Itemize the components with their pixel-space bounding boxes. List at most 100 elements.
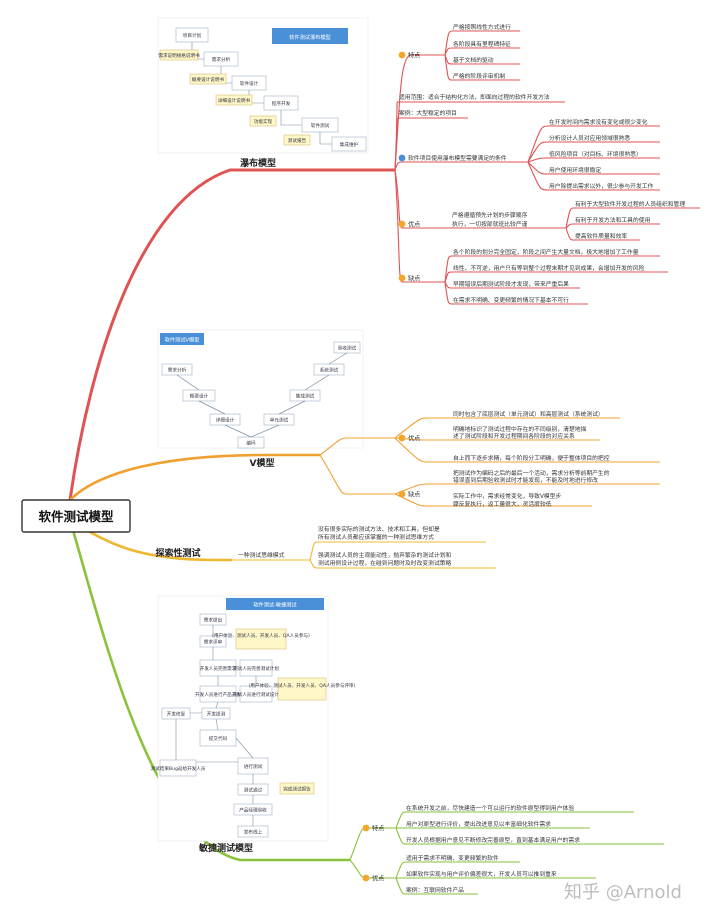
v-youdian-item: 自上而下逐步求精，每个阶段分工明确，便于整体项目的把控 bbox=[453, 454, 610, 462]
wf-tezheng-label[interactable]: 特点 bbox=[408, 52, 420, 60]
wf-quedian-label[interactable]: 缺点 bbox=[408, 275, 420, 283]
agile-youdian-item: 案例：互联网软件产品 bbox=[406, 886, 464, 894]
v-branch-label[interactable]: V模型 bbox=[250, 457, 275, 469]
wf-note: 需求说明规格说明书 bbox=[158, 52, 200, 59]
wf-youdian-left: 严格遵循预先计划的步骤顺序 bbox=[452, 211, 528, 219]
wf-step: 需求分析 bbox=[212, 56, 231, 63]
wf-step: 集成维护 bbox=[340, 141, 359, 148]
explore-item: 所有测试人员都应该掌握的一种测试思维方式 bbox=[318, 533, 434, 541]
agile-subtree bbox=[349, 811, 664, 895]
waterfall-thumbnail: 软件测试瀑布模型 项目计划 需求分析 软件设计 程序开发 软件测试 集成维护 需… bbox=[157, 17, 369, 154]
v-step: 概要设计 bbox=[190, 393, 209, 400]
waterfall-thumb-title: 软件测试瀑布模型 bbox=[289, 33, 331, 41]
quedian-icon bbox=[398, 274, 406, 282]
agile-youdian-item: 如果软件实现与用户评价偏差很大，开发人员可以推到重来 bbox=[406, 870, 557, 878]
wf-scope: 适用范围：适合于结构化方法，即面向过程的软件开发方法 bbox=[399, 93, 550, 101]
wf-step: 软件测试 bbox=[311, 122, 330, 129]
wf-cond-item: 在开发时间内需求没有变化或很少变化 bbox=[549, 118, 648, 126]
root-label: 软件测试模型 bbox=[38, 509, 114, 524]
wf-step: 软件设计 bbox=[240, 80, 259, 87]
wf-tezheng-item: 严格的阶段评审机制 bbox=[453, 72, 505, 80]
waterfall-thumb-title-bar bbox=[272, 28, 348, 44]
wf-youdian-left: 执行，一切按部就班比较严谨 bbox=[452, 220, 528, 228]
condition-icon bbox=[398, 154, 406, 162]
waterfall-branch-line bbox=[68, 168, 395, 501]
v-step: 集成测试 bbox=[296, 393, 315, 400]
quedian-icon bbox=[398, 490, 406, 498]
wf-cond-item: 低风险项目（对目标、环境很熟悉） bbox=[549, 150, 642, 158]
v-quedian-item: 错误直到后期验收测试时才能发现，不能及时地进行修改 bbox=[453, 476, 598, 484]
v-step: 系统测试 bbox=[320, 367, 339, 374]
agile-step: 进行测试 bbox=[244, 763, 263, 770]
explore-branch-label[interactable]: 探索性测试 bbox=[155, 547, 200, 559]
v-youdian-item: 明确地标识了测试过程中存在的不同级别，清楚地描 bbox=[453, 425, 587, 433]
wf-note: 测试报告 bbox=[288, 137, 307, 144]
wf-quedian-item: 在需求不明确、变更频繁的情况下基本不可行 bbox=[453, 296, 569, 304]
agile-step: 开发人员进行产品开发 bbox=[195, 691, 241, 698]
v-quedian-item: 把测试作为编码之后的最后一个活动，需求分析等前期产生的 bbox=[453, 469, 610, 477]
v-youdian-label[interactable]: 优点 bbox=[408, 435, 420, 443]
wf-quedian-item: 线性、不可逆，用户只有等到整个过程末期才见到成果，会增加开发的风险 bbox=[453, 264, 645, 272]
wf-cond-item: 用户除提出需求以外，很少参与开发工作 bbox=[549, 182, 654, 190]
agile-note: 测试结果Bug返给开发人员 bbox=[151, 765, 206, 772]
agile-branch-label[interactable]: 敏捷测试模型 bbox=[198, 842, 253, 854]
v-youdian-item: 述了测试阶段和开发过程期间各阶段的对应关系 bbox=[453, 432, 575, 440]
agile-tezheng-label[interactable]: 特点 bbox=[372, 825, 384, 833]
youdian-icon bbox=[398, 220, 406, 228]
waterfall-subtree bbox=[394, 30, 700, 305]
agile-thumbnail: 软件测试-敏捷测试 需求提出 需求评审 开发人员完善需求 测试人员完善测试计划 … bbox=[151, 595, 356, 842]
agile-thumb-title: 软件测试-敏捷测试 bbox=[253, 601, 297, 609]
agile-step: 提交代码 bbox=[209, 735, 228, 742]
waterfall-branch-label[interactable]: 瀑布模型 bbox=[240, 157, 276, 169]
agile-step: 测试通过 bbox=[244, 787, 263, 794]
wf-quedian-item: 各个阶段的划分完全固定，阶段之间产生大量文档，极大地增加了工作量 bbox=[453, 248, 639, 256]
wf-youdian-item: 提高软件质量和效率 bbox=[575, 232, 627, 240]
wf-tezheng-item: 基于文档的驱动 bbox=[453, 56, 494, 64]
v-branch-line bbox=[69, 453, 320, 501]
wf-step: 项目计划 bbox=[183, 32, 202, 39]
v-step: 验收测试 bbox=[338, 345, 357, 352]
agile-youdian-label[interactable]: 优点 bbox=[372, 875, 384, 883]
agile-step: 测试人员进行测试设计 bbox=[233, 691, 279, 698]
v-thumb-title: 软件测试V模型 bbox=[165, 336, 200, 344]
agile-youdian-item: 适用于需求不明确、变更频繁的软件 bbox=[406, 854, 499, 862]
agile-thumb-title-bar bbox=[226, 598, 324, 610]
tezheng-icon bbox=[362, 824, 370, 832]
agile-step: 产品经理验收 bbox=[239, 807, 267, 814]
agile-step: 开发修复 bbox=[167, 711, 186, 718]
agile-step: 需求提出 bbox=[204, 617, 223, 624]
wf-quedian-item: 早期错误后期测试阶段才发现，带来严重后果 bbox=[453, 280, 569, 288]
wf-youdian-label[interactable]: 优点 bbox=[408, 221, 420, 229]
explore-subtree bbox=[232, 541, 496, 569]
explore-item: 没有很多实际的测试方法、技术和工具，但却是 bbox=[318, 525, 440, 533]
wf-case: 案例：大型稳定的项目 bbox=[399, 109, 457, 117]
wf-youdian-item: 有利于大型软件开发过程的人员组织和管理 bbox=[575, 200, 685, 208]
v-youdian-item: 同时包含了底层测试（单元测试）和高层测试（系统测试） bbox=[453, 410, 604, 418]
wf-cond-item: 用户使用环境很稳定 bbox=[549, 166, 601, 174]
v-thumbnail: 软件测试V模型 需求分析 概要设计 详细设计 编码 单元测试 集成测试 系统测试… bbox=[157, 329, 364, 449]
wf-tezheng-item: 各阶段具有里程碑特征 bbox=[453, 40, 511, 48]
agile-step: 测试人员完善测试计划 bbox=[233, 665, 279, 672]
explore-item: 强调测试人员的主观能动性，抛弃繁杂的测试计划和 bbox=[318, 551, 452, 559]
v-quedian-label[interactable]: 缺点 bbox=[408, 491, 420, 499]
agile-step: 开发人员完善需求 bbox=[200, 665, 237, 672]
v-step: 编码 bbox=[246, 440, 256, 447]
wf-cond-label[interactable]: 软件项目使用瀑布模型需要满足的条件 bbox=[408, 154, 507, 162]
v-step: 需求分析 bbox=[168, 367, 187, 374]
agile-note: (用户体验、测试人员、开发人员、QA人员参与评审) bbox=[249, 682, 356, 689]
wf-note: 详细设计说明书 bbox=[218, 97, 251, 104]
agile-branch-line bbox=[68, 519, 350, 862]
agile-note: 完成测试报告 bbox=[283, 786, 311, 793]
watermark: 知乎 @Arnold bbox=[564, 882, 682, 903]
v-step: 详细设计 bbox=[216, 417, 235, 424]
agile-tezheng-item: 在系统开发之前，尽快建造一个可以运行的软件原型得到用户体验 bbox=[406, 804, 574, 812]
agile-step: 发布线上 bbox=[244, 829, 263, 836]
agile-tezheng-item: 用户对原型进行评价，提出改进意见以丰富细化软件需求 bbox=[406, 820, 551, 828]
explore-mode: 一种测试思维模式 bbox=[238, 551, 285, 559]
wf-note: 概要设计说明书 bbox=[192, 76, 225, 83]
root-node[interactable] bbox=[21, 499, 131, 533]
wf-youdian-item: 有利于开发方法和工具的使用 bbox=[575, 216, 651, 224]
v-step: 单元测试 bbox=[270, 417, 289, 424]
wf-step: 程序开发 bbox=[272, 100, 291, 107]
